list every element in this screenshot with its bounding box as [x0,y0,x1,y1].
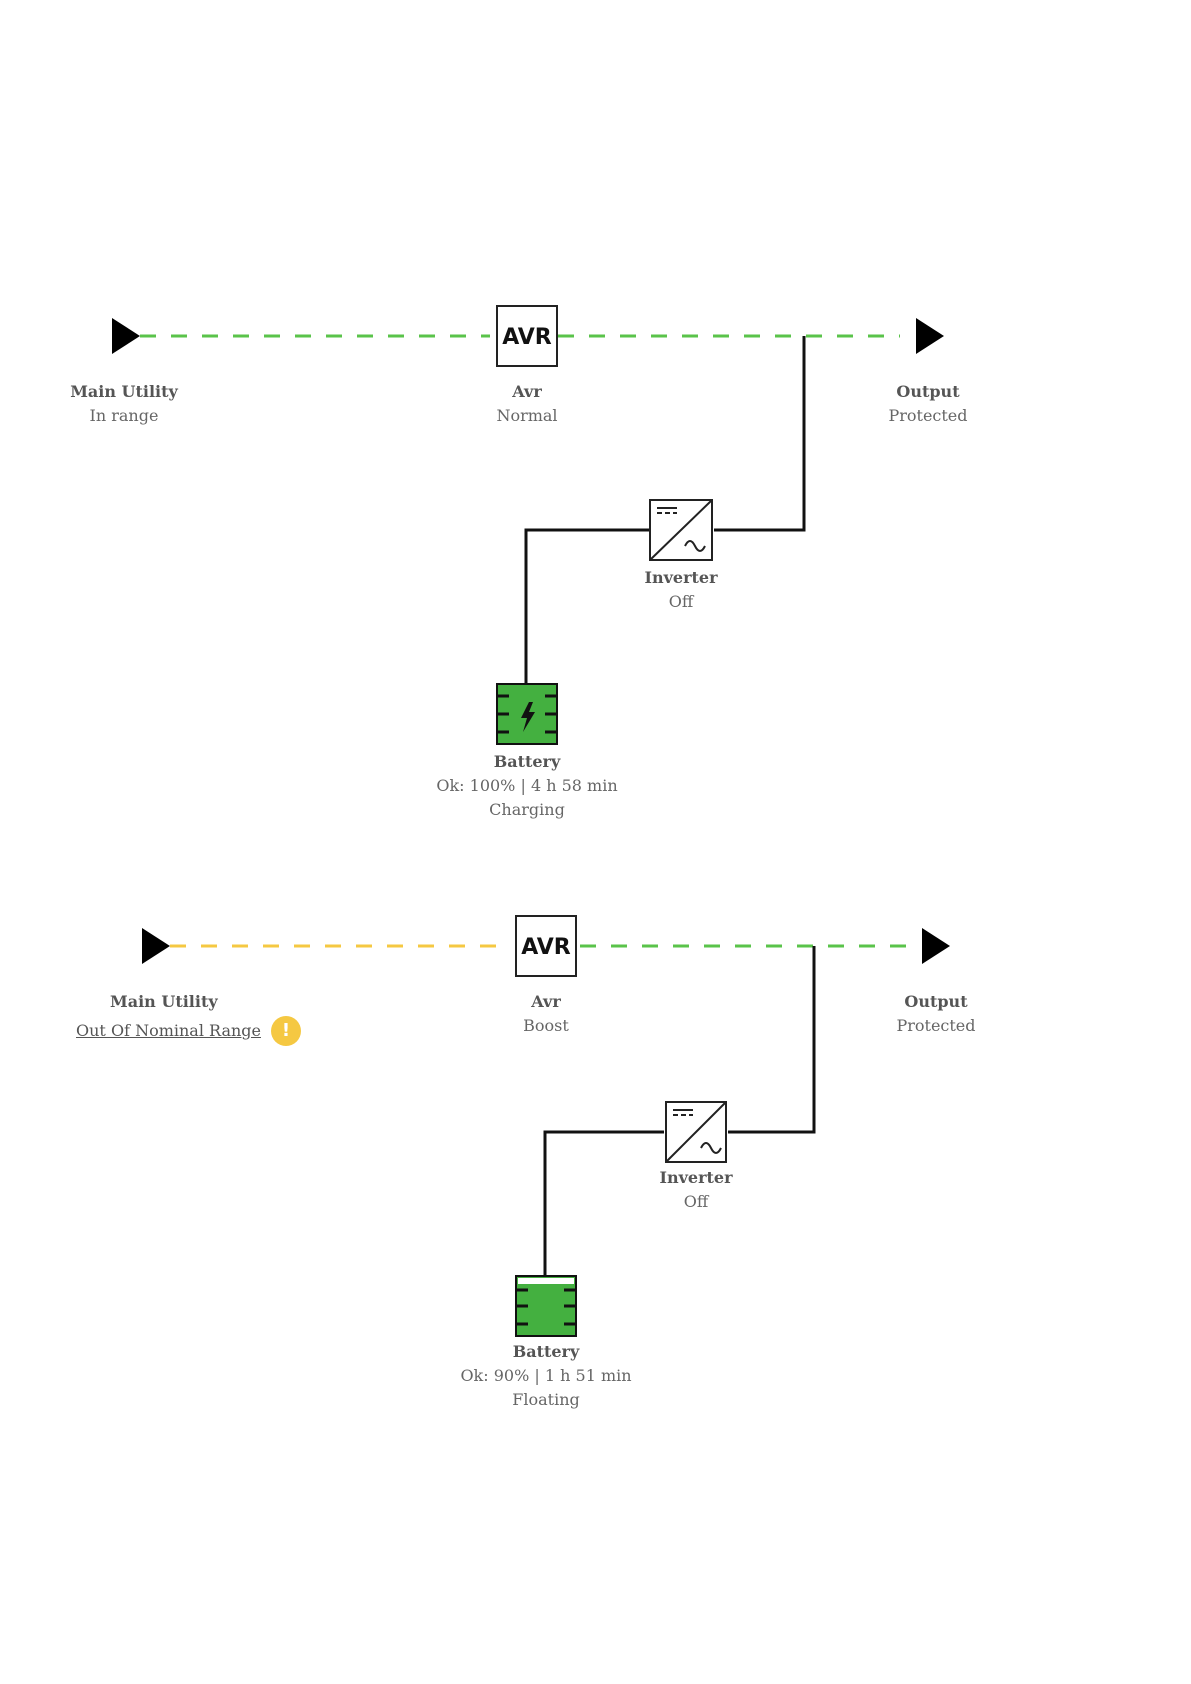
inverter-label: Inverter Off [636,1166,756,1214]
avr-name: Avr [486,990,606,1014]
inverter-name: Inverter [636,1166,756,1190]
main-utility-arrow-icon [112,318,140,354]
svg-text:AVR: AVR [502,325,552,350]
warning-icon[interactable]: ! [271,1016,301,1046]
avr-status: Boost [486,1014,606,1038]
inverter-status: Off [621,590,741,614]
output-status: Protected [868,404,988,428]
output-arrow-icon [922,928,950,964]
output-name: Output [876,990,996,1014]
inverter-output-wire [714,336,804,530]
avr-name: Avr [467,380,587,404]
battery-status: Floating [436,1388,656,1412]
output-arrow-icon [916,318,944,354]
inverter-output-wire [728,946,814,1132]
main-utility-status-link[interactable]: Out Of Nominal Range [56,1021,261,1040]
output-label: Output Protected [876,990,996,1038]
ups-diagram-boost: AVR Main Utility Out Of Nominal Range! [0,836,1191,1396]
battery-full-icon [516,1276,576,1336]
inverter-name: Inverter [621,566,741,590]
inverter-label: Inverter Off [621,566,741,614]
battery-label: Battery Ok: 90% | 1 h 51 min Floating [436,1340,656,1412]
main-utility-label: Main Utility Out Of Nominal Range! [56,990,316,1046]
avr-icon: AVR [497,306,557,366]
main-utility-arrow-icon [142,928,170,964]
main-utility-name: Main Utility [54,380,194,404]
main-utility-status: In range [54,404,194,428]
battery-name: Battery [436,1340,656,1364]
battery-charging-icon [497,684,557,744]
battery-label: Battery Ok: 100% | 4 h 58 min Charging [417,750,637,822]
avr-icon: AVR [516,916,576,976]
output-name: Output [868,380,988,404]
main-utility-name: Main Utility [56,990,316,1014]
avr-label: Avr Boost [486,990,606,1038]
avr-status: Normal [467,404,587,428]
ups-diagram-normal: AVR Main Utility In range Avr N [0,240,1191,800]
inverter-icon [666,1102,726,1162]
main-utility-label: Main Utility In range [54,380,194,428]
avr-label: Avr Normal [467,380,587,428]
battery-detail: Ok: 90% | 1 h 51 min [436,1364,656,1388]
output-label: Output Protected [868,380,988,428]
battery-detail: Ok: 100% | 4 h 58 min [417,774,637,798]
svg-text:AVR: AVR [521,935,571,960]
wiring: AVR [0,836,1191,1396]
battery-status: Charging [417,798,637,822]
wiring: AVR [0,240,1191,800]
inverter-status: Off [636,1190,756,1214]
output-status: Protected [876,1014,996,1038]
battery-name: Battery [417,750,637,774]
inverter-icon [650,500,712,560]
